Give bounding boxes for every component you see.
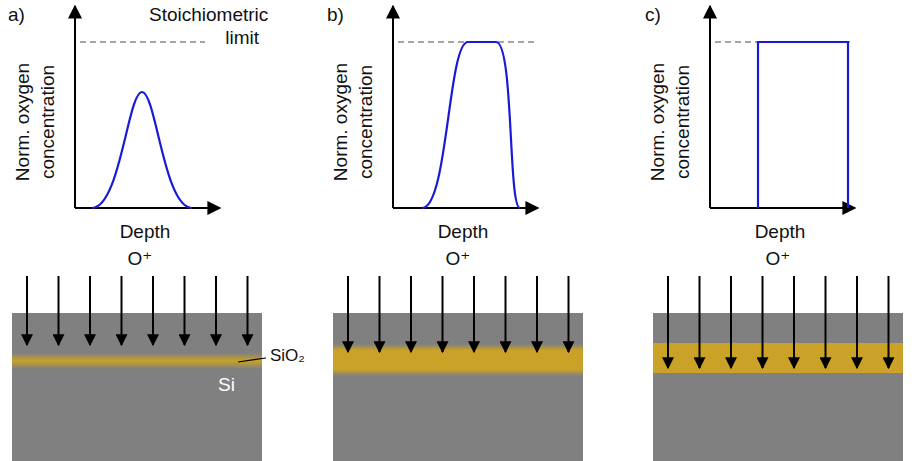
ion-arrow — [184, 276, 186, 345]
ion-arrow — [699, 276, 701, 368]
axis-label: Norm. oxygen concentration — [329, 47, 378, 197]
ion-arrow — [856, 276, 858, 368]
axis-label: Norm. oxygen concentration — [646, 47, 695, 197]
panel-letter: b) — [327, 4, 344, 27]
ion-arrow — [26, 276, 28, 345]
ion-arrow — [121, 276, 123, 345]
panel-letter: c) — [645, 4, 661, 27]
ion-arrow — [410, 276, 412, 352]
ion-label: O⁺ — [446, 248, 471, 271]
ion-arrow — [568, 276, 570, 352]
ion-arrow — [152, 276, 154, 345]
ion-arrow — [730, 276, 732, 368]
axis-label: Depth — [438, 221, 489, 244]
axis-label: Norm. oxygen concentration — [11, 47, 60, 197]
ion-arrow — [442, 276, 444, 352]
ion-arrow — [667, 276, 669, 368]
plot-a — [75, 6, 220, 208]
limit-note: Stoichiometric limit — [149, 4, 259, 50]
ion-arrow — [505, 276, 507, 352]
wafer-a — [12, 313, 266, 461]
axis-label: Depth — [120, 221, 171, 244]
ion-arrow — [215, 276, 217, 345]
panel-letter: a) — [8, 4, 25, 27]
plot-b — [393, 6, 538, 208]
wafer-b — [333, 313, 583, 461]
plot-c — [710, 6, 855, 208]
wafer-c — [653, 313, 903, 461]
ion-arrow — [379, 276, 381, 352]
ion-arrow — [825, 276, 827, 368]
ion-label: O⁺ — [766, 248, 791, 271]
ion-arrow — [473, 276, 475, 352]
material-label: Si — [218, 374, 235, 397]
ion-arrow — [888, 276, 890, 368]
ion-arrows — [27, 276, 889, 368]
ion-arrow — [89, 276, 91, 345]
ion-arrow — [347, 276, 349, 352]
layer-label: SiO₂ — [270, 346, 305, 366]
ion-arrow — [793, 276, 795, 368]
ion-label: O⁺ — [128, 248, 153, 271]
ion-arrow — [247, 276, 249, 345]
ion-arrow — [762, 276, 764, 368]
axis-label: Depth — [755, 221, 806, 244]
ion-arrow — [536, 276, 538, 352]
ion-arrow — [58, 276, 60, 345]
